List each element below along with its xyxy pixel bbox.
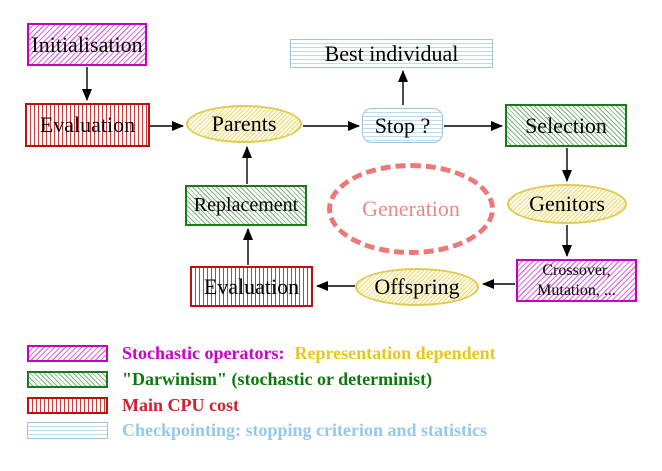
- legend-swatch-red-stripes: [27, 397, 108, 414]
- node-genitors: Genitors: [507, 184, 627, 224]
- node-replacement-label: Replacement: [193, 194, 299, 216]
- node-offspring-label: Offspring: [374, 274, 460, 299]
- legend-row-stochastic-operators: Stochastic operators: Representation dep…: [27, 343, 496, 364]
- node-initialisation-label: Initialisation: [31, 31, 143, 57]
- node-evaluation-top: Evaluation: [25, 103, 150, 147]
- node-offspring: Offspring: [355, 268, 479, 306]
- node-initialisation: Initialisation: [27, 23, 147, 66]
- legend-label-darwinism: "Darwinism" (stochastic or determinist): [122, 369, 433, 389]
- node-stop-label: Stop ?: [374, 112, 431, 138]
- node-selection-label: Selection: [525, 112, 607, 138]
- node-stop: Stop ?: [362, 108, 443, 143]
- crossover-line2: Mutation, ...: [537, 281, 616, 299]
- node-generation-loop: Generation: [327, 163, 495, 255]
- node-evaluation-bottom-label: Evaluation: [203, 273, 300, 299]
- node-evaluation-bottom: Evaluation: [190, 266, 313, 307]
- legend-swatch-green-hatch: [27, 371, 108, 388]
- legend-swatch-magenta-hatch: [27, 345, 108, 362]
- node-parents-label: Parents: [211, 111, 277, 136]
- node-best-individual-label: Best individual: [324, 40, 459, 66]
- crossover-line1: Crossover,: [542, 262, 611, 280]
- legend-label-checkpointing: Checkpointing: stopping criterion and st…: [122, 420, 488, 440]
- legend-row-checkpointing: Checkpointing: stopping criterion and st…: [27, 420, 487, 441]
- node-crossover-mutation: Crossover, Mutation, ...: [516, 259, 637, 302]
- node-replacement: Replacement: [185, 185, 307, 226]
- node-generation-label: Generation: [362, 196, 460, 221]
- node-best-individual: Best individual: [290, 39, 493, 68]
- node-selection: Selection: [505, 104, 627, 147]
- legend-label-representation-dependent: Representation dependent: [294, 343, 496, 363]
- node-evaluation-top-label: Evaluation: [39, 112, 136, 137]
- legend-label-main-cpu-cost: Main CPU cost: [122, 395, 239, 415]
- legend-row-darwinism: "Darwinism" (stochastic or determinist): [27, 369, 432, 390]
- node-genitors-label: Genitors: [529, 191, 605, 216]
- legend-swatch-blue-stripes: [27, 422, 108, 439]
- node-parents: Parents: [186, 105, 302, 143]
- node-crossover-mutation-label: Crossover, Mutation, ...: [537, 261, 616, 299]
- legend-row-main-cpu-cost: Main CPU cost: [27, 395, 239, 416]
- legend-label-stochastic-operators: Stochastic operators:: [122, 343, 285, 363]
